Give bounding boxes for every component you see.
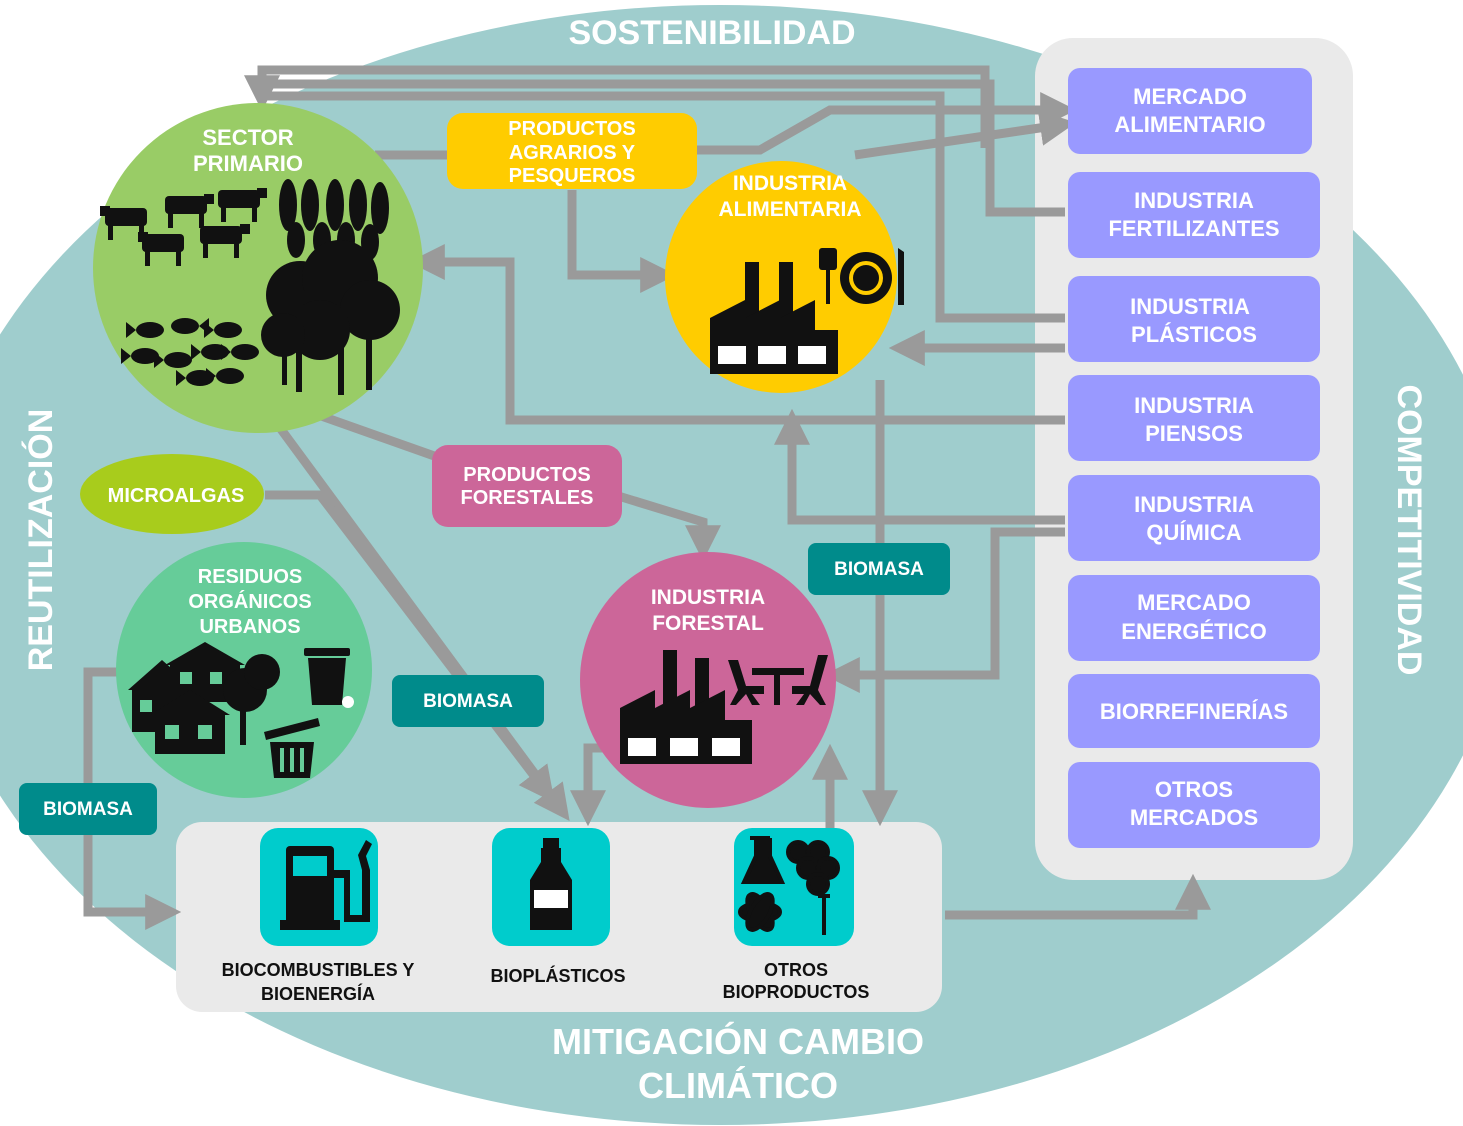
market-label: INDUSTRIA <box>1134 492 1254 517</box>
market-mercado-energetico: MERCADO ENERGÉTICO <box>1068 575 1320 661</box>
dining-icon <box>819 248 904 305</box>
houses-icon <box>128 642 280 754</box>
residuos-label-3: URBANOS <box>199 616 300 638</box>
productos-forestales-node: PRODUCTOS FORESTALES <box>432 445 622 527</box>
residuos-node: RESIDUOS ORGÁNICOS URBANOS <box>116 542 372 798</box>
agrarios-label-2: AGRARIOS Y <box>509 142 636 164</box>
plastic-bottle-icon <box>530 838 572 930</box>
otros-bioproductos-label-2: BIOPRODUCTOS <box>723 982 870 1002</box>
industria-alimentaria-node: INDUSTRIA ALIMENTARIA <box>665 161 904 393</box>
market-industria-quimica: INDUSTRIA QUÍMICA <box>1068 475 1320 561</box>
biomasa-badge-2: BIOMASA <box>392 675 544 727</box>
market-label: PIENSOS <box>1145 421 1243 446</box>
market-mercado-alimentario: MERCADO ALIMENTARIO <box>1068 68 1312 154</box>
market-label: INDUSTRIA <box>1134 188 1254 213</box>
sector-primario-node: SECTOR PRIMARIO <box>93 103 423 433</box>
sector-primario-label-1: SECTOR <box>202 125 293 150</box>
market-label: MERCADO <box>1133 84 1247 109</box>
alimentaria-label-1: INDUSTRIA <box>733 172 847 195</box>
agrarios-label-1: PRODUCTOS <box>508 118 635 140</box>
biomasa-badge-3: BIOMASA <box>19 783 157 835</box>
forestales-label-2: FORESTALES <box>461 487 594 509</box>
market-otros-mercados: OTROS MERCADOS <box>1068 762 1320 848</box>
microalgas-node: MICROALGAS <box>80 454 264 534</box>
biomasa-label-3: BIOMASA <box>43 799 133 820</box>
agrarios-label-3: PESQUEROS <box>509 165 636 187</box>
market-label: INDUSTRIA <box>1130 294 1250 319</box>
biomasa-label-2: BIOMASA <box>423 691 513 712</box>
market-industria-piensos: INDUSTRIA PIENSOS <box>1068 375 1320 461</box>
market-label: FERTILIZANTES <box>1108 216 1279 241</box>
market-label: BIORREFINERÍAS <box>1100 699 1288 724</box>
bioplasticos-item: BIOPLÁSTICOS <box>490 828 626 986</box>
frame-right-label: COMPETITIVIDAD <box>1390 385 1428 676</box>
market-label: ENERGÉTICO <box>1121 619 1266 644</box>
market-industria-plasticos: INDUSTRIA PLÁSTICOS <box>1068 276 1320 362</box>
market-label: ALIMENTARIO <box>1114 112 1265 137</box>
market-label: PLÁSTICOS <box>1131 322 1257 347</box>
residuos-label-2: ORGÁNICOS <box>188 590 311 613</box>
market-label: MERCADOS <box>1130 805 1258 830</box>
frame-bottom-label-2: CLIMÁTICO <box>638 1065 838 1106</box>
forest-icon <box>261 240 400 395</box>
market-label: MERCADO <box>1137 590 1251 615</box>
forestal-label-2: FORESTAL <box>652 612 764 635</box>
flow-arrows <box>83 65 1211 930</box>
frame-bottom-label-1: MITIGACIÓN CAMBIO <box>552 1020 924 1062</box>
furniture-icon <box>728 655 828 705</box>
biomasa-label-1: BIOMASA <box>834 559 924 580</box>
factory-icon <box>710 262 838 374</box>
market-label: INDUSTRIA <box>1134 393 1254 418</box>
bioplasticos-label-1: BIOPLÁSTICOS <box>490 965 625 986</box>
sector-primario-label-2: PRIMARIO <box>193 151 303 176</box>
forestal-label-1: INDUSTRIA <box>651 586 765 609</box>
residuos-label-1: RESIDUOS <box>198 566 302 588</box>
biocombustibles-item: BIOCOMBUSTIBLES Y BIOENERGÍA <box>222 828 415 1004</box>
microalgas-label: MICROALGAS <box>108 485 245 507</box>
market-label: OTROS <box>1155 777 1233 802</box>
biomasa-badge-1: BIOMASA <box>808 543 950 595</box>
fuel-pump-icon <box>280 840 372 930</box>
otros-bioproductos-item: OTROS BIOPRODUCTOS <box>723 828 870 1002</box>
cattle-icon <box>100 188 267 266</box>
fish-icon <box>121 318 259 386</box>
biocombustibles-label-1: BIOCOMBUSTIBLES Y <box>222 960 415 980</box>
market-label: QUÍMICA <box>1146 520 1241 545</box>
otros-bioproductos-label-1: OTROS <box>764 960 828 980</box>
market-industria-fertilizantes: INDUSTRIA FERTILIZANTES <box>1068 172 1320 258</box>
market-biorrefinerias: BIORREFINERÍAS <box>1068 674 1320 748</box>
industria-forestal-node: INDUSTRIA FORESTAL <box>580 552 836 808</box>
factory-icon-forestal <box>620 650 752 764</box>
wheat-icon <box>279 179 389 260</box>
biocombustibles-label-2: BIOENERGÍA <box>261 983 375 1004</box>
frame-left-label: REUTILIZACIÓN <box>22 409 60 672</box>
productos-agrarios-node: PRODUCTOS AGRARIOS Y PESQUEROS <box>447 113 697 189</box>
trash-bin-icon <box>264 648 354 778</box>
alimentaria-label-2: ALIMENTARIA <box>718 198 861 221</box>
frame-top-label: SOSTENIBILIDAD <box>568 14 855 52</box>
chemistry-icon <box>738 836 840 935</box>
forestales-label-1: PRODUCTOS <box>463 464 590 486</box>
